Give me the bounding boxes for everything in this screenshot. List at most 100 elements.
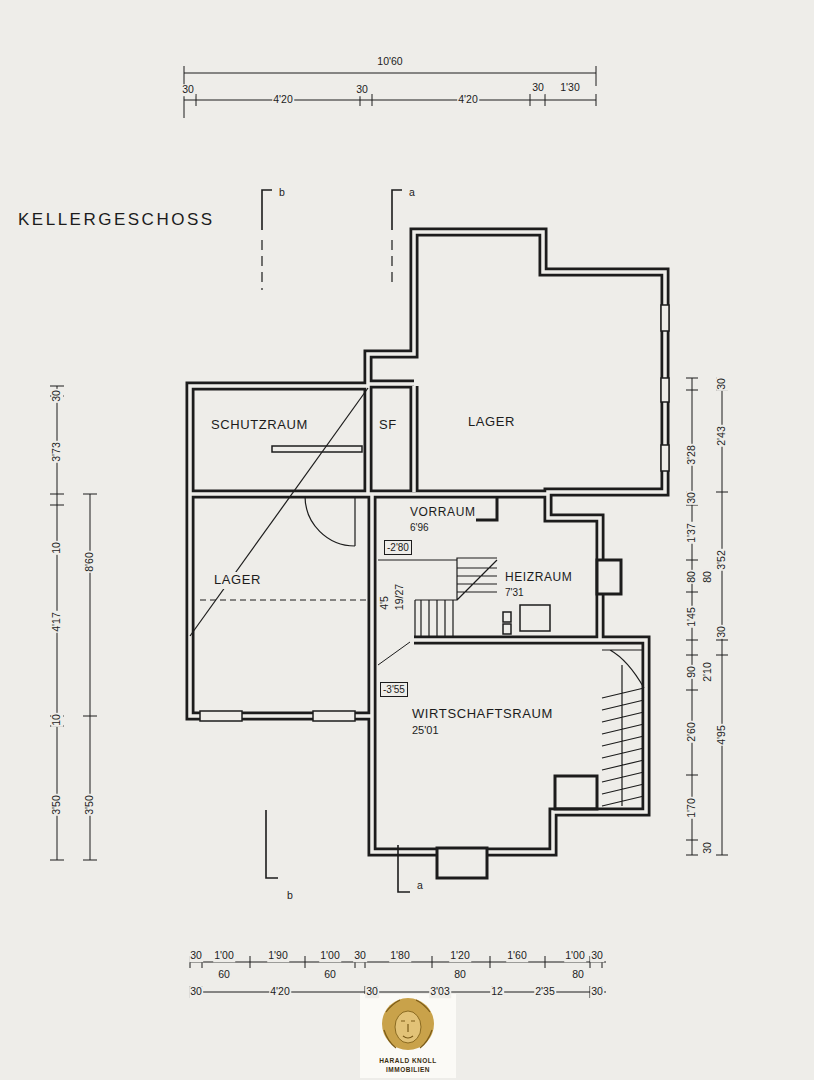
dimension-label: 80 [453, 969, 467, 981]
dimension-line [190, 956, 606, 998]
room-area: 6'96 [410, 521, 476, 534]
room-area: 7'31 [505, 586, 572, 599]
dimension-label: 90 [686, 665, 698, 679]
logo [360, 994, 456, 1078]
light-well [437, 848, 487, 878]
dimension-label: 3'03 [429, 986, 451, 998]
logo-text: IMMOBILIEN [385, 1066, 431, 1073]
dimension-label: 1'00 [213, 950, 235, 962]
lion-mane [382, 998, 434, 1050]
dimension-label: 30 [51, 389, 63, 403]
dimension-label: 19/27 [394, 583, 406, 611]
dimension-label: 30 [189, 950, 203, 962]
section-marker [262, 190, 410, 892]
dimension-label: 4'20 [269, 986, 291, 998]
dimension-label: 60 [217, 969, 231, 981]
dimension-label: 30 [686, 491, 698, 505]
dimension-label: 4'95 [716, 724, 728, 746]
logo-text: HARALD KNOLL [378, 1057, 438, 1064]
wall [190, 232, 665, 852]
dimension-label: 30 [590, 950, 604, 962]
section-marker [262, 240, 392, 290]
room-label: SF [379, 417, 397, 434]
chimney [597, 560, 621, 594]
dimension-label: 1'80 [389, 950, 411, 962]
dimension-label: 30 [531, 82, 545, 94]
dimension-line [50, 386, 97, 860]
dimension-label: 2'43 [716, 425, 728, 447]
niche [555, 776, 597, 809]
room-name: -2'80 [387, 541, 409, 554]
window [313, 711, 355, 721]
dimension-label: 30 [590, 986, 604, 998]
dimension-line [686, 378, 728, 855]
dimension-label: 80 [571, 969, 585, 981]
window [661, 378, 669, 402]
room-name: WIRTSCHAFTSRAUM [412, 706, 553, 723]
dimension-label: 10'60 [376, 56, 403, 68]
room-name: LAGER [468, 414, 515, 431]
dimension-label: 10 [51, 541, 63, 555]
dimension-label: 1'45 [686, 606, 698, 628]
dimension-label: 30 [716, 625, 728, 639]
level-box: -3'55 [380, 682, 408, 697]
dimension-label: 1'90 [267, 950, 289, 962]
plan-title: KELLERGESCHOSS [18, 210, 215, 230]
dimension-label: 12 [490, 986, 504, 998]
dimension-label: 30 [181, 84, 195, 96]
dimension-label: b [278, 187, 286, 199]
dimension-label: 1'70 [686, 797, 698, 819]
dimension-label: 80 [686, 570, 698, 584]
dimension-label: 8'60 [84, 551, 96, 573]
room-label: WIRTSCHAFTSRAUM25'01 -3'55 [380, 682, 553, 737]
logo-ground [360, 994, 456, 1078]
dashed-line [200, 599, 366, 600]
dimension-label: 3'50 [51, 794, 63, 816]
lion-detail [384, 1000, 432, 1048]
dimension-label: 2'60 [686, 721, 698, 743]
dimension-label: 1'30 [559, 82, 581, 94]
dimension-label: 1'37 [686, 522, 698, 544]
dimension-label: 1'20 [449, 950, 471, 962]
room-label: HEIZRAUM7'31 [505, 570, 572, 599]
wall-inner [190, 232, 665, 852]
room-area: 25'01 [412, 723, 553, 737]
room-label: VORRAUM6'96-2'80 [384, 505, 476, 534]
room-label: LAGER [214, 572, 261, 589]
room-name: -3'55 [383, 683, 405, 696]
dimension-label: 30 [355, 84, 369, 96]
window [661, 305, 669, 331]
dimension-label: 1'00 [564, 950, 586, 962]
room-label: LAGER [468, 414, 515, 431]
window [661, 445, 669, 471]
stair [602, 650, 644, 806]
dimension-label: 30 [353, 950, 367, 962]
door-swing [305, 496, 355, 546]
room-name: SCHUTZRAUM [211, 417, 308, 434]
dimension-label: 4'5 [379, 595, 391, 611]
dimension-label: a [416, 880, 424, 892]
dimension-label: 2'10 [702, 661, 714, 683]
level-box: -2'80 [384, 540, 412, 555]
dimension-line [184, 66, 596, 118]
room-name: VORRAUM [410, 505, 476, 521]
dimension-label: 80 [702, 570, 714, 584]
dimension-label: 60 [323, 969, 337, 981]
dimension-label: 30 [365, 986, 379, 998]
boiler [503, 605, 550, 634]
dimension-label: 2'35 [534, 986, 556, 998]
dimension-label: 30 [716, 377, 728, 391]
dimension-label: 30 [702, 841, 714, 855]
dimension-label: 4'17 [51, 611, 63, 633]
diagonal-line [190, 388, 368, 636]
dimension-label: 1'60 [506, 950, 528, 962]
dimension-label: 1'00 [319, 950, 341, 962]
room-name: SF [379, 417, 397, 434]
dimension-label: a [408, 187, 416, 199]
window [200, 711, 242, 721]
dimension-label: 3'73 [51, 441, 63, 463]
wall-stub [272, 446, 362, 452]
stair [415, 558, 497, 638]
dimension-label: 3'52 [716, 549, 728, 571]
dimension-label: 3'50 [84, 794, 96, 816]
